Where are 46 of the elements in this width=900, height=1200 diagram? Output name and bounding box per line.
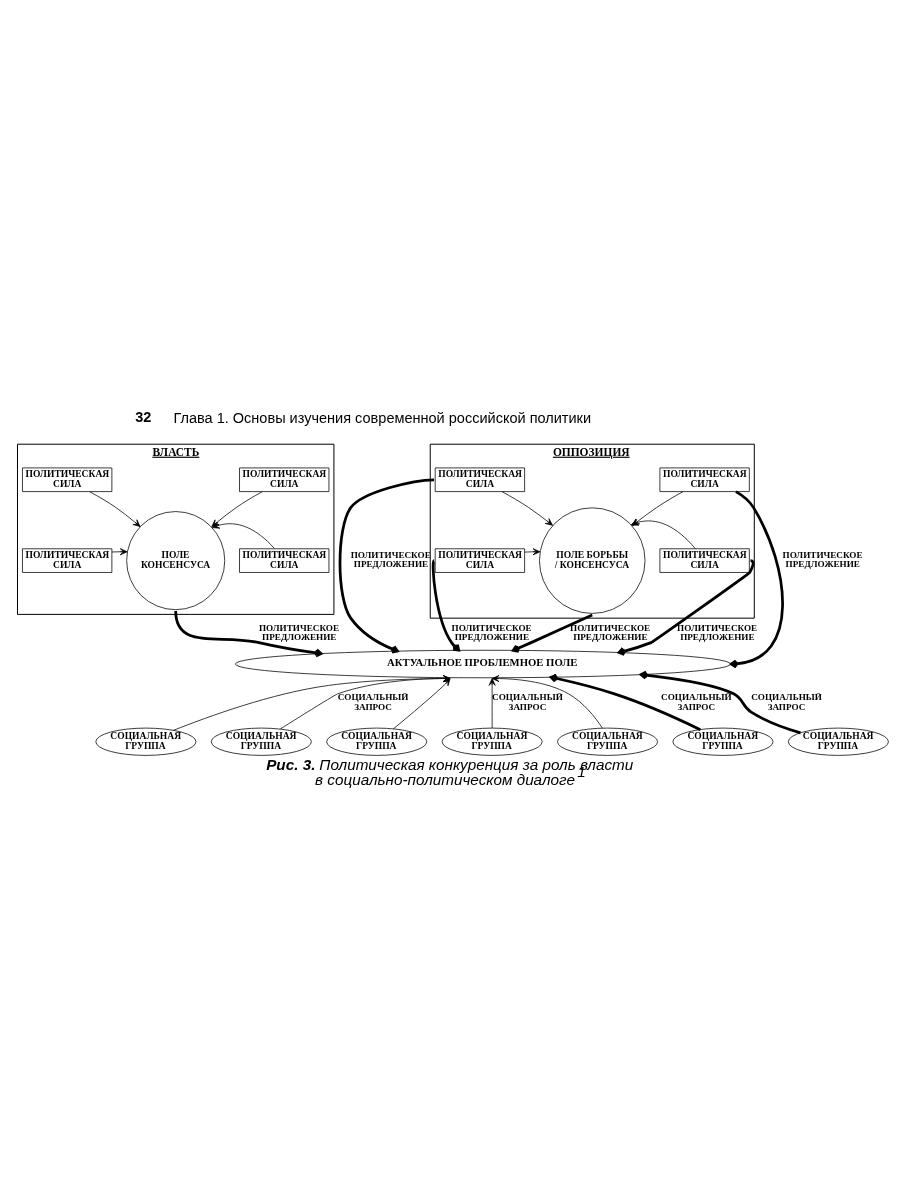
arrow (617, 558, 755, 656)
arrow (338, 477, 435, 654)
arrow (549, 673, 701, 731)
node-box: ПОЛИТИЧЕСКАЯ СИЛА (22, 547, 113, 573)
arrow (212, 521, 275, 549)
arrow (111, 547, 128, 555)
node-box: ПОЛИТИЧЕСКАЯ СИЛА (434, 547, 525, 573)
node-box: ПОЛИТИЧЕСКАЯ СИЛА (659, 467, 750, 492)
node-ellipse: СОЦИАЛЬНАЯ ГРУППА (672, 727, 774, 756)
node-box: ПОЛИТИЧЕСКАЯ СИЛА (239, 547, 330, 573)
edge-label: СОЦИАЛЬНЫЙ ЗАПРОС (661, 691, 732, 712)
arrow (730, 490, 784, 668)
edge-label: СОЦИАЛЬНЫЙ ЗАПРОС (337, 691, 409, 712)
edge-label: ПОЛИТИЧЕСКОЕ ПРЕДЛОЖЕНИЕ (782, 549, 863, 569)
edge-label: ПОЛИТИЧЕСКОЕ ПРЕДЛОЖЕНИЕ (677, 622, 758, 642)
label: 32 (135, 408, 152, 425)
arrow (491, 674, 603, 728)
edge-label: ПОЛИТИЧЕСКОЕ ПРЕДЛОЖЕНИЕ (451, 622, 532, 642)
arrow (279, 674, 451, 729)
node-circle: ПОЛЕ КОНСЕНСУСА (126, 510, 226, 610)
arrow (524, 547, 541, 555)
arrow (89, 490, 141, 527)
node-box: ПОЛИТИЧЕСКАЯ СИЛА (239, 467, 330, 492)
edge-label: СОЦИАЛЬНЫЙ ЗАПРОС (751, 691, 822, 712)
node-box: ПОЛИТИЧЕСКАЯ СИЛА (22, 467, 113, 492)
edge-label: СОЦИАЛЬНЫЙ ЗАПРОС (492, 691, 563, 712)
node-ellipse: СОЦИАЛЬНАЯ ГРУППА (326, 727, 428, 756)
arrow (501, 490, 553, 526)
node-ellipse: СОЦИАЛЬНАЯ ГРУППА (557, 727, 658, 756)
node-box: ПОЛИТИЧЕСКАЯ СИЛА (659, 547, 750, 573)
node-box: ПОЛИТИЧЕСКАЯ СИЛА (434, 467, 525, 492)
arrow (174, 610, 323, 657)
edge-label: ПОЛИТИЧЕСКОЕ ПРЕДЛОЖЕНИЕ (259, 622, 340, 642)
arrow (511, 613, 593, 653)
node-ellipse: СОЦИАЛЬНАЯ ГРУППА (210, 727, 312, 756)
node-ellipse: СОЦИАЛЬНАЯ ГРУППА (787, 727, 889, 756)
node-ellipse: СОЦИАЛЬНАЯ ГРУППА (441, 727, 543, 756)
node-circle: ПОЛЕ БОРЬБЫ / КОНСЕНСУСА (539, 506, 646, 614)
arrow (488, 677, 496, 728)
edge-label: ПОЛИТИЧЕСКОЕ ПРЕДЛОЖЕНИЕ (570, 622, 651, 642)
label: Глава 1. Основы изучения современной российской политики (173, 409, 592, 426)
arrow (431, 559, 461, 651)
node-ellipse: СОЦИАЛЬНАЯ ГРУППА (95, 727, 197, 756)
arrow (172, 674, 451, 731)
arrow (639, 670, 801, 734)
arrow (392, 677, 451, 729)
